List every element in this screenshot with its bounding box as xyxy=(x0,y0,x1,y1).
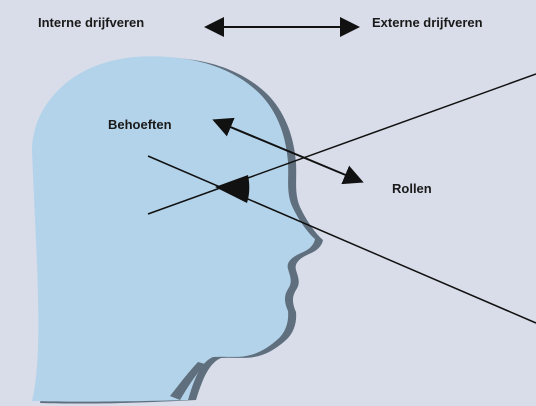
internal-drivers-label: Interne drijfveren xyxy=(38,16,144,29)
needs-label: Behoeften xyxy=(108,118,172,131)
external-drivers-label: Externe drijfveren xyxy=(372,16,483,29)
roles-label: Rollen xyxy=(392,182,432,195)
